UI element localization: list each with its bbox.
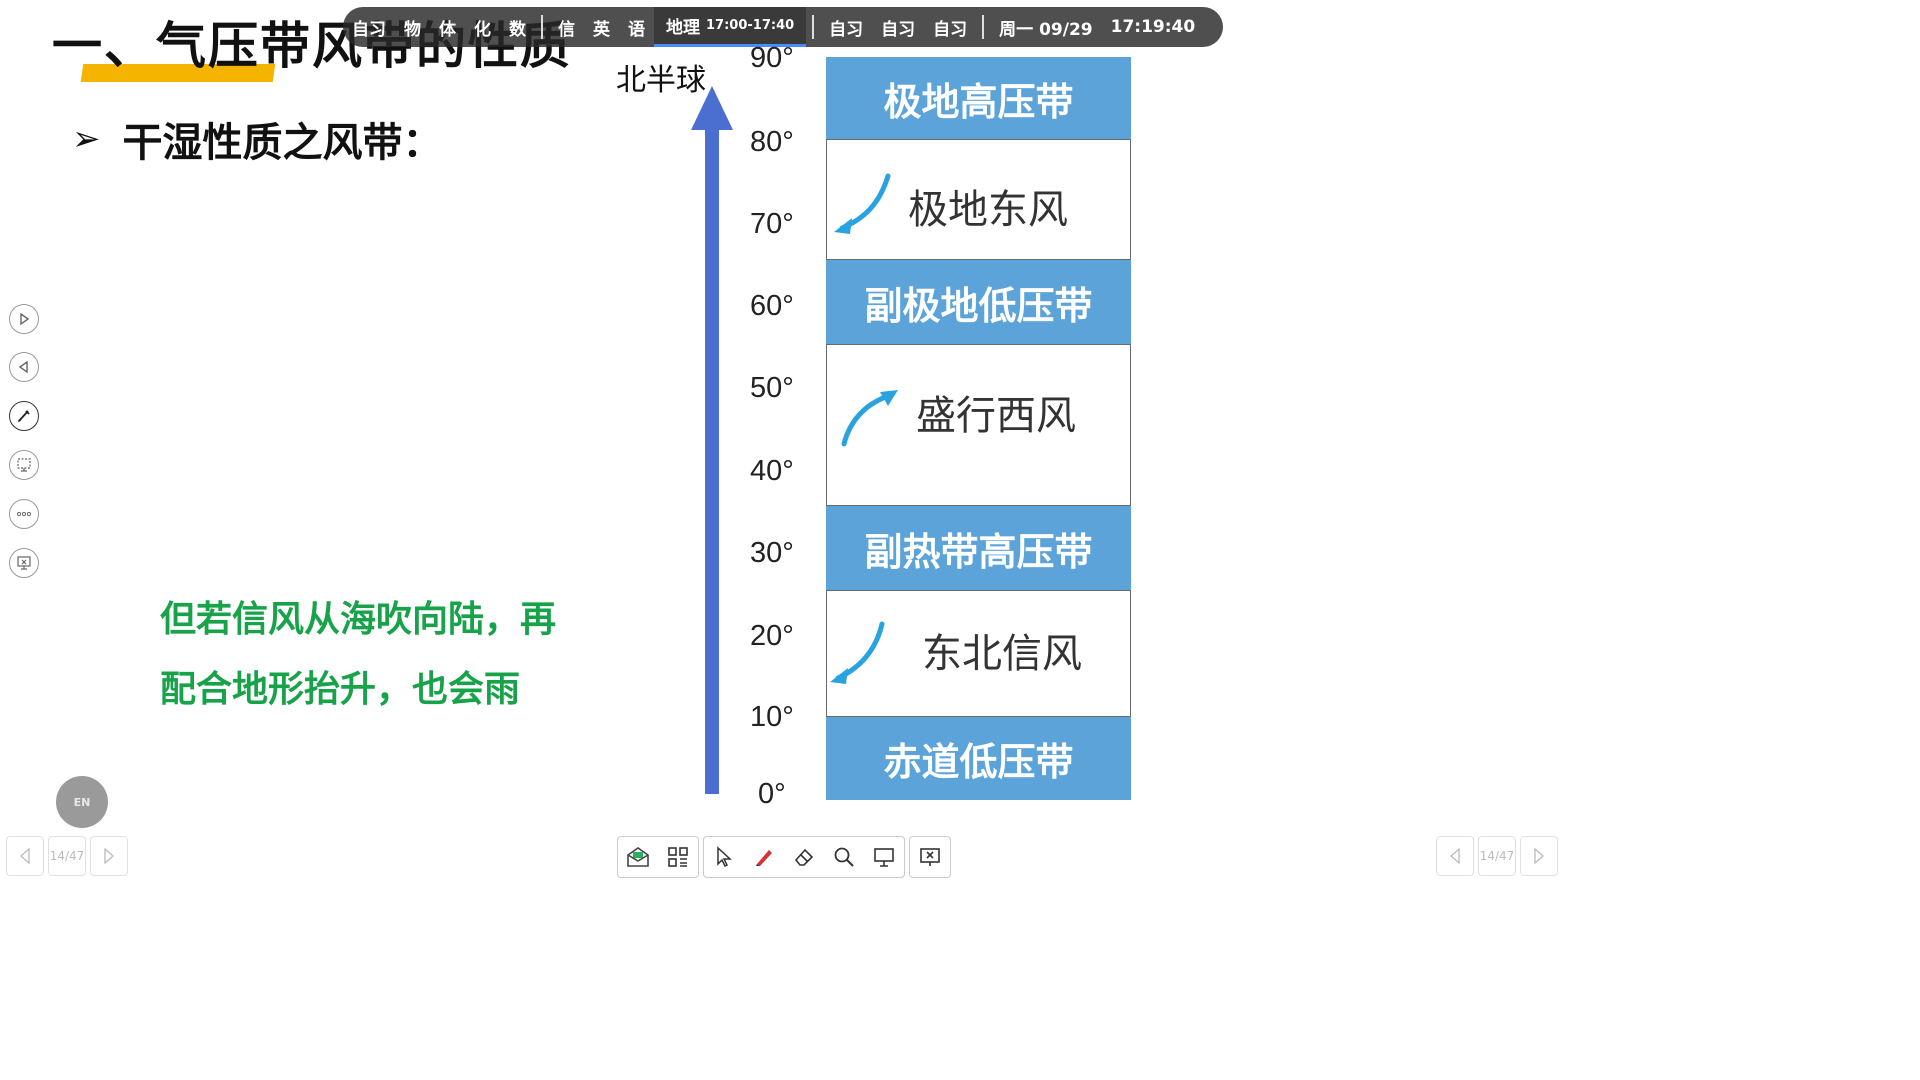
latitude-label: 20° bbox=[750, 620, 794, 652]
schedule-item[interactable]: 化 bbox=[474, 19, 491, 40]
pager-left: 14/47 bbox=[6, 836, 128, 876]
prev-page-icon[interactable] bbox=[9, 352, 39, 382]
annotate-pen-icon[interactable] bbox=[9, 401, 39, 431]
badge-label: EN bbox=[73, 795, 91, 809]
schedule-bar: 自习 物 体 化 数 信 英 语 地理 17:00-17:40 自习 自习 自习… bbox=[343, 7, 1223, 47]
next-page-icon[interactable] bbox=[9, 304, 39, 334]
latitude-label: 60° bbox=[750, 290, 794, 322]
wind-arrow-icon bbox=[830, 621, 885, 684]
bottom-toolbar bbox=[617, 836, 951, 878]
latitude-label: 70° bbox=[750, 208, 794, 240]
schedule-item[interactable]: 英 bbox=[593, 19, 610, 40]
divider bbox=[982, 15, 985, 39]
page-indicator: 14/47 bbox=[1478, 836, 1516, 876]
bullet-icon: ➢ bbox=[72, 119, 101, 159]
schedule-item[interactable]: 自习 bbox=[829, 19, 864, 40]
subheading-text: 干湿性质之风带： bbox=[122, 120, 443, 166]
exit-presentation-icon[interactable] bbox=[9, 548, 39, 578]
zone-label: 极地高压带 bbox=[883, 79, 1074, 124]
zone-label: 副热带高压带 bbox=[864, 529, 1093, 574]
close-screen-icon[interactable] bbox=[910, 837, 950, 877]
current-subject: 地理 bbox=[666, 18, 700, 38]
zone-label: 赤道低压带 bbox=[883, 740, 1074, 784]
latitude-label: 10° bbox=[750, 701, 794, 733]
eraser-icon[interactable] bbox=[784, 837, 824, 877]
hemisphere-label: 北半球 bbox=[616, 63, 706, 98]
subtropical-high-belt: 副热带高压带 bbox=[826, 506, 1131, 590]
schedule-item[interactable]: 语 bbox=[628, 19, 645, 40]
trade-winds-zone bbox=[826, 590, 1131, 717]
schedule-item[interactable]: 数 bbox=[509, 19, 526, 40]
latitude-label: 30° bbox=[750, 537, 794, 569]
schedule-item[interactable]: 物 bbox=[404, 19, 421, 40]
input-method-badge[interactable]: EN bbox=[56, 776, 108, 828]
qr-icon[interactable] bbox=[658, 837, 698, 877]
pen-icon[interactable] bbox=[744, 837, 784, 877]
westerlies-zone bbox=[826, 344, 1131, 506]
note-line: 但若信风从海吹向陆，再 bbox=[160, 599, 557, 640]
message-icon[interactable] bbox=[618, 837, 658, 877]
screen-icon[interactable] bbox=[864, 837, 904, 877]
clock: 17:19:40 bbox=[1110, 17, 1196, 37]
equatorial-low-belt: 赤道低压带 bbox=[826, 717, 1131, 800]
toolbar-group bbox=[703, 836, 905, 878]
page-indicator: 14/47 bbox=[48, 836, 86, 876]
schedule-item[interactable]: 自习 bbox=[352, 19, 386, 40]
subheading: ➢ 干湿性质之风带： bbox=[72, 110, 443, 168]
wind-arrow-icon bbox=[841, 390, 898, 447]
wind-label: 东北信风 bbox=[922, 631, 1082, 677]
latitude-label: 40° bbox=[750, 455, 794, 487]
latitude-axis-arrow bbox=[691, 86, 733, 794]
prev-arrow-icon[interactable] bbox=[1436, 836, 1474, 876]
prev-arrow-icon[interactable] bbox=[6, 836, 44, 876]
schedule-item[interactable]: 信 bbox=[558, 19, 575, 40]
current-time: 17:00-17:40 bbox=[706, 18, 795, 33]
note-text: 但若信风从海吹向陆，再 配合地形抬升，也会雨 bbox=[160, 585, 630, 725]
schedule-item[interactable]: 自习 bbox=[881, 19, 916, 40]
schedule-current[interactable]: 地理 17:00-17:40 bbox=[654, 7, 807, 47]
schedule-item[interactable]: 自习 bbox=[933, 19, 968, 40]
day-date: 周一 09/29 bbox=[999, 19, 1093, 40]
pointer-icon[interactable] bbox=[704, 837, 744, 877]
wind-arrow-icon bbox=[834, 173, 891, 234]
more-icon[interactable] bbox=[9, 499, 39, 529]
latitude-label: 90° bbox=[750, 42, 794, 74]
latitude-label: 0° bbox=[758, 778, 786, 810]
divider bbox=[812, 15, 815, 39]
zone-label: 副极地低压带 bbox=[864, 283, 1093, 328]
next-arrow-icon[interactable] bbox=[1520, 836, 1558, 876]
note-line: 配合地形抬升，也会雨 bbox=[160, 669, 521, 710]
wind-label: 盛行西风 bbox=[916, 393, 1076, 439]
latitude-label: 50° bbox=[750, 372, 794, 404]
search-icon[interactable] bbox=[824, 837, 864, 877]
wind-label: 极地东风 bbox=[908, 187, 1068, 233]
polar-high-belt: 极地高压带 bbox=[826, 57, 1131, 139]
toolbar-group bbox=[909, 836, 951, 878]
screen-capture-icon[interactable] bbox=[9, 450, 39, 480]
divider bbox=[541, 15, 543, 39]
next-arrow-icon[interactable] bbox=[90, 836, 128, 876]
subpolar-low-belt: 副极地低压带 bbox=[826, 260, 1131, 344]
latitude-label: 80° bbox=[750, 126, 794, 158]
pager-right: 14/47 bbox=[1436, 836, 1558, 876]
toolbar-group bbox=[617, 836, 699, 878]
schedule-item[interactable]: 体 bbox=[439, 19, 456, 40]
